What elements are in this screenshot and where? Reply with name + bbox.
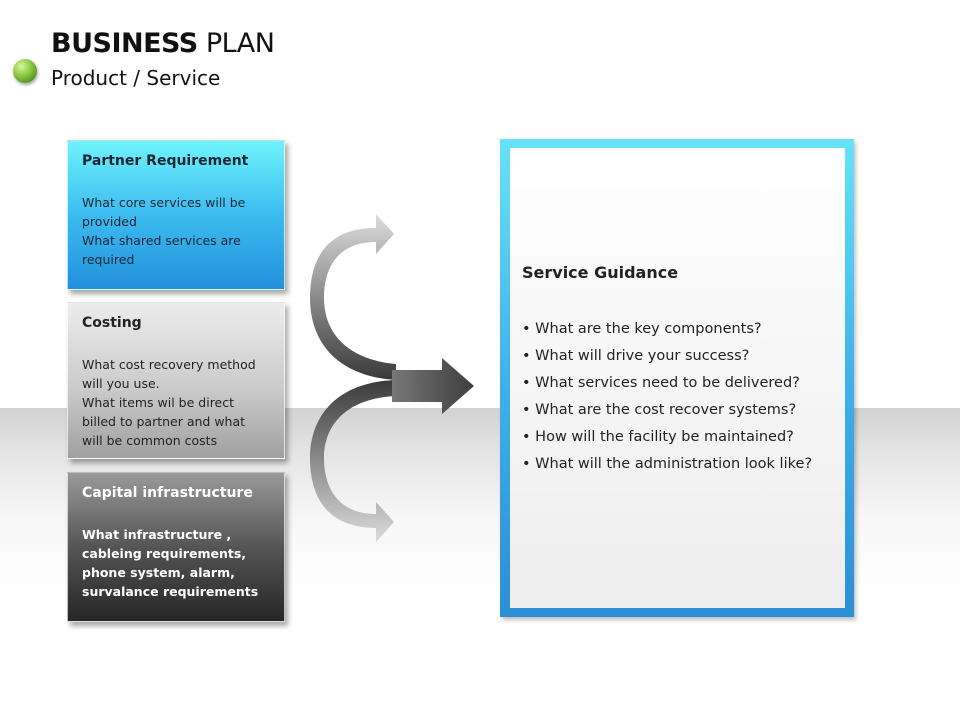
- green-bullet-icon: [13, 59, 37, 83]
- card-heading: Capital infrastructure: [82, 485, 253, 501]
- card-line: What cost recovery method: [82, 357, 256, 372]
- service-guidance-panel: Service Guidance • What are the key comp…: [500, 139, 854, 617]
- guidance-item-text: What will drive your success?: [535, 348, 750, 364]
- card-heading: Costing: [82, 315, 142, 331]
- capital-infrastructure-card: Capital infrastructure What infrastructu…: [67, 472, 285, 622]
- partner-requirement-card: Partner Requirement What core services w…: [67, 140, 285, 290]
- card-line: will you use.: [82, 376, 160, 391]
- guidance-item-text: What are the cost recover systems?: [535, 402, 797, 418]
- guidance-item-text: What will the administration look like?: [535, 456, 813, 472]
- card-line: will be common costs: [82, 433, 218, 448]
- guidance-item: • What are the key components?: [522, 321, 762, 337]
- page-title: BUSINESS PLAN: [51, 28, 275, 59]
- card-line: required: [82, 252, 135, 267]
- card-line: What infrastructure ,: [82, 527, 232, 542]
- costing-card: Costing What cost recovery method will y…: [67, 302, 285, 459]
- card-line: What items wil be direct: [82, 395, 235, 410]
- card-line: provided: [82, 214, 137, 229]
- guidance-item: • What will drive your success?: [522, 348, 750, 364]
- card-line: What core services will be: [82, 195, 246, 210]
- title-rest: PLAN: [205, 28, 275, 59]
- card-line: cableing requirements,: [82, 546, 247, 561]
- service-guidance-inner: Service Guidance • What are the key comp…: [510, 148, 845, 608]
- arrow-up-curve: [310, 214, 396, 380]
- guidance-item-text: How will the facility be maintained?: [535, 429, 794, 445]
- guidance-item-text: What services need to be delivered?: [535, 375, 800, 391]
- card-line: What shared services are: [82, 233, 241, 248]
- guidance-item: • What will the administration look like…: [522, 456, 813, 472]
- guidance-item: • What services need to be delivered?: [522, 375, 800, 391]
- guidance-title: Service Guidance: [522, 263, 679, 282]
- guidance-item: • What are the cost recover systems?: [522, 402, 797, 418]
- guidance-list: • What are the key components? • What wi…: [522, 316, 812, 478]
- page-subtitle: Product / Service: [51, 66, 221, 90]
- card-line: survalance requirements: [82, 584, 259, 599]
- guidance-item-text: What are the key components?: [535, 321, 762, 337]
- arrow-right: [392, 358, 474, 414]
- flow-arrows: [310, 214, 474, 542]
- card-line: phone system, alarm,: [82, 565, 235, 580]
- card-line: billed to partner and what: [82, 414, 246, 429]
- guidance-item: • How will the facility be maintained?: [522, 429, 794, 445]
- title-bold: BUSINESS: [51, 28, 198, 59]
- card-heading: Partner Requirement: [82, 153, 249, 169]
- arrow-down-curve: [310, 380, 396, 542]
